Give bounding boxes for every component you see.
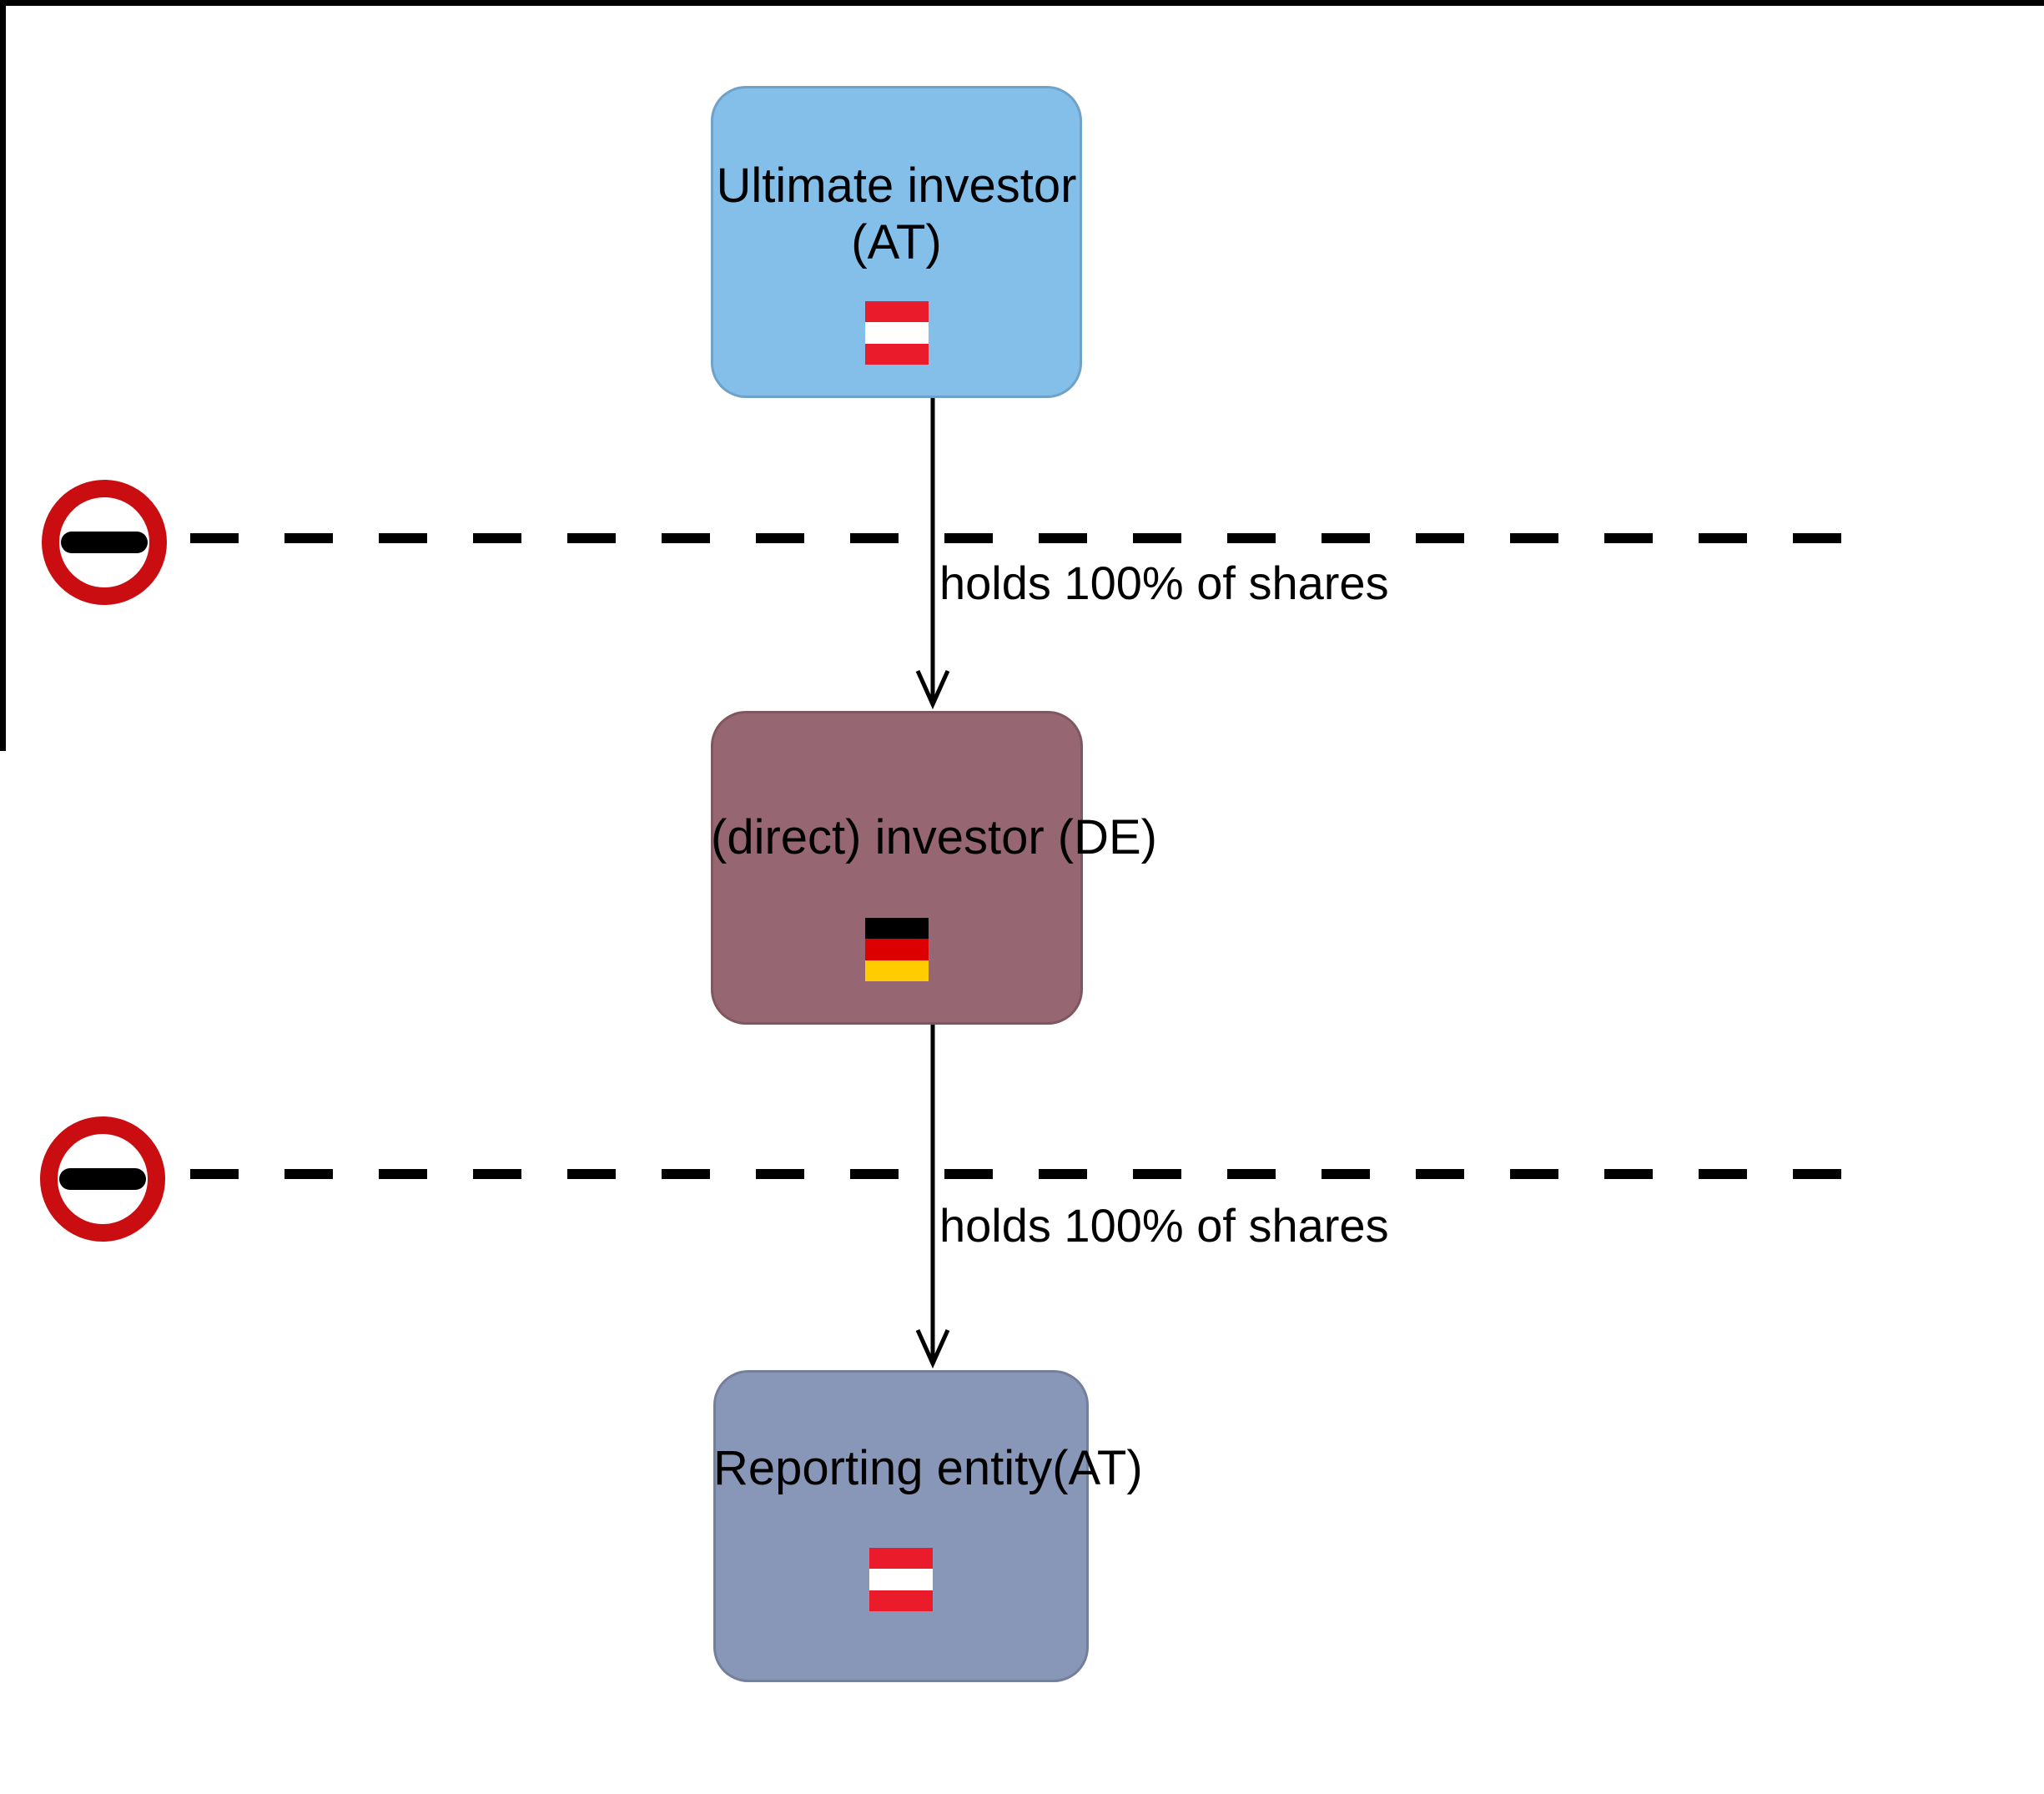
flag-stripe — [869, 1569, 933, 1590]
flag-stripe — [864, 343, 929, 365]
flag-stripe — [865, 939, 929, 960]
austria-flag-icon — [869, 1548, 933, 1611]
node-ultimate-investor-label: Ultimate investor (AT) — [711, 158, 1082, 271]
node-label-line1: Ultimate investor — [716, 159, 1077, 213]
node-reporting-entity-label: Reporting entity(AT) — [713, 1441, 1143, 1495]
flag-stripe — [865, 918, 929, 940]
country-border-line-1 — [190, 533, 1869, 543]
no-entry-icon-1 — [42, 480, 167, 605]
country-border-line-2 — [190, 1169, 1869, 1179]
edge-label-holds-shares-2: holds 100% of shares — [939, 1199, 1389, 1252]
flag-stripe — [869, 1548, 933, 1570]
flag-stripe — [869, 1590, 933, 1611]
flag-stripe — [865, 960, 929, 981]
frame-border-top — [0, 0, 2044, 6]
ownership-arrow-2 — [915, 1025, 950, 1369]
node-direct-investor-label: (direct) investor (DE) — [711, 810, 1157, 864]
austria-flag-icon — [864, 301, 929, 365]
flag-stripe — [864, 322, 929, 344]
edge-label-holds-shares-1: holds 100% of shares — [939, 557, 1389, 609]
no-entry-bar-icon — [59, 1168, 146, 1190]
flag-stripe — [864, 301, 929, 323]
frame-border-left — [0, 0, 6, 751]
node-ultimate-investor: Ultimate investor (AT) — [711, 86, 1082, 398]
ownership-arrow-1 — [915, 398, 950, 710]
node-reporting-entity: Reporting entity(AT) — [713, 1370, 1143, 1682]
no-entry-icon-2 — [40, 1116, 165, 1242]
germany-flag-icon — [865, 918, 929, 981]
no-entry-bar-icon — [61, 532, 148, 553]
node-label-line2: (AT) — [851, 215, 942, 270]
node-direct-investor: (direct) investor (DE) — [711, 711, 1157, 1025]
